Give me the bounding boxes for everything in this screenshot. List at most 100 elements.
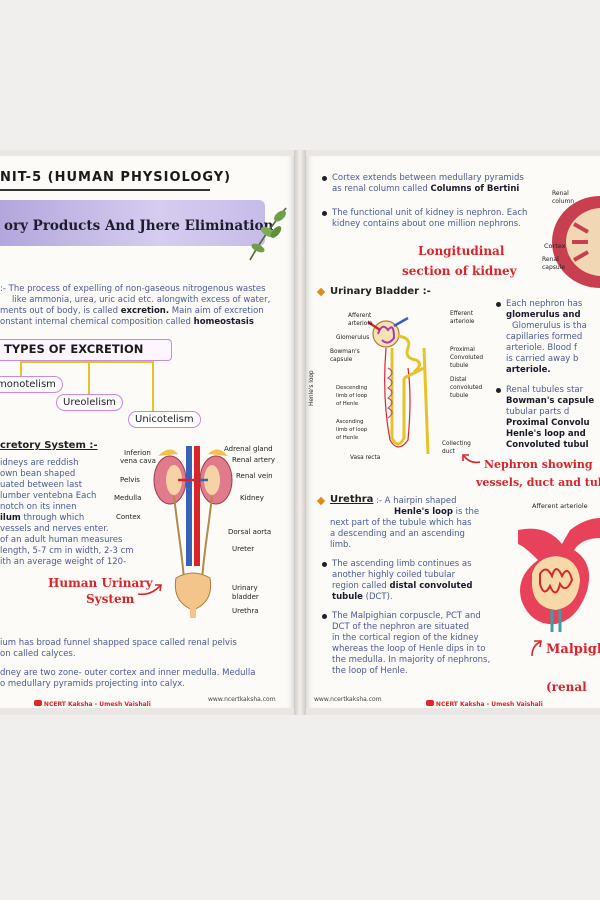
right-website: www.ncertkaksha.com <box>314 696 382 703</box>
brand-name: NCERT Kaksha - Umesh Vaishali <box>435 701 543 708</box>
label-ivc: Inferion <box>124 449 151 457</box>
title-banner <box>0 200 265 246</box>
label-dorsal-aorta: Dorsal aorta <box>228 528 272 536</box>
label-dct: Distal convoluted tubule <box>450 377 483 399</box>
longitudinal-caption-1: Longitudinal <box>418 244 505 258</box>
malpighian-caption-2: (renal <box>546 680 587 694</box>
label-afferent: Afferent arteriole <box>348 313 373 327</box>
label-descending: Descending limb of loop of Henle <box>336 385 368 407</box>
nephron-caption-2: vessels, duct and tub <box>476 476 600 489</box>
label-bladder-1: Urinary <box>232 584 258 592</box>
arrow-icon <box>531 640 542 657</box>
pelvis-paragraph-1: ium has broad funnel shapped space calle… <box>0 638 237 648</box>
bladder-heading: Urinary Bladder :- <box>330 286 431 297</box>
bullet-icon <box>496 302 501 307</box>
nephron-line-2: kidney contains about one million nephro… <box>332 219 521 229</box>
book-gutter <box>294 150 306 715</box>
label-efferent: Efferent arteriole <box>450 311 475 325</box>
book-spread: NIT-5 (HUMAN PHYSIOLOGY) ory Products An… <box>0 150 600 715</box>
malpighian-line-5: the medulla. In majority of nephrons, <box>332 655 491 665</box>
pelvis-paragraph-2: on called calyces. <box>0 649 76 659</box>
kidney-cortex-label: Cortex <box>544 242 566 250</box>
types-box <box>0 339 172 361</box>
bullet-icon <box>322 562 327 567</box>
bullet-icon <box>322 614 327 619</box>
system-line-1: idneys are reddish <box>0 458 79 468</box>
unit-title: NIT-5 (HUMAN PHYSIOLOGY) <box>0 170 232 185</box>
each-nephron-1: Each nephron has <box>506 299 583 309</box>
system-line-10: ith an average weight of 120- <box>0 557 127 567</box>
ascending-line-4: tubule (DCT). <box>332 592 393 602</box>
types-connector-3 <box>152 361 154 411</box>
diamond-icon <box>316 287 326 297</box>
system-line-8: of an adult human measures <box>0 535 123 545</box>
zones-paragraph-2: o medullary pyramids projecting into cal… <box>0 679 185 689</box>
each-nephron-4: capillaries formed <box>506 332 583 342</box>
each-nephron-3: Glomerulus is tha <box>512 321 587 331</box>
types-title: TYPES OF EXCRETION <box>4 342 144 356</box>
diamond-icon <box>316 496 326 506</box>
system-line-7: vessels and nerves enter. <box>0 524 109 534</box>
kidney-section-diagram <box>552 196 600 288</box>
each-nephron-2: glomerulus and <box>506 310 581 320</box>
urethra-line-5: limb. <box>330 540 352 550</box>
arrow-icon <box>462 454 481 464</box>
label-cortex: Contex <box>116 513 141 521</box>
arrow-icon <box>137 584 162 596</box>
urethra-heading: Urethra <box>330 494 374 505</box>
malpighian-line-2: DCT of the nephron are situated <box>332 622 470 632</box>
label-pelvis: Pelvis <box>120 476 140 484</box>
malpighian-line-1: The Malpighian corpuscle, PCT and <box>332 611 481 621</box>
brand-name: NCERT Kaksha - Umesh Vaishali <box>43 701 151 708</box>
cortex-line-1: Cortex extends between medullary pyramid… <box>332 173 524 183</box>
ascending-line-2: another highly coiled tubular <box>332 570 456 580</box>
types-connector-1 <box>20 361 22 377</box>
intro-line-4: onstant internal chemical composition ca… <box>0 317 254 327</box>
label-medulla: Medulla <box>114 494 142 502</box>
renal-tubules-2: Bowman's capsule <box>506 396 595 406</box>
system-line-6: ilum through which <box>0 513 85 523</box>
label-ureter: Ureter <box>232 545 255 553</box>
nephron-caption-1: Nephron showing <box>484 458 593 471</box>
malpighian-line-4: whereas the loop of Henle dips in to <box>332 644 486 654</box>
ascending-line-1: The ascending limb continues as <box>332 559 472 569</box>
type-ureotelism: Ureolelism <box>56 394 123 411</box>
youtube-icon <box>426 700 434 706</box>
each-nephron-6: is carried away b <box>506 354 579 364</box>
malpighian-line-6: the loop of Henle. <box>332 666 408 676</box>
each-nephron-5: arteriole. Blood f <box>506 343 578 353</box>
right-brand-footer: NCERT Kaksha - Umesh Vaishali <box>426 700 543 708</box>
urethra-line-1: :- A hairpin shaped <box>376 496 457 506</box>
leaf-decoration-icon <box>249 207 287 261</box>
label-kidney: Kidney <box>240 494 264 502</box>
types-connector-2 <box>88 361 90 395</box>
label-adrenal: Adrenal gland <box>224 445 273 453</box>
type-ammonotelism: monotelism <box>0 376 63 393</box>
intro-line-3: ments out of body, is called excretion. … <box>0 306 264 316</box>
renal-tubules-5: Henle's loop and <box>506 429 586 439</box>
ascending-line-3: region called distal convoluted <box>332 581 473 591</box>
label-bladder-2: bladder <box>232 593 259 601</box>
renal-tubules-4: Proximal Convolu <box>506 418 590 428</box>
cortex-line-2: as renal column called Columns of Bertin… <box>332 184 520 194</box>
renal-tubules-6: Convoluted tubul <box>506 440 589 450</box>
each-nephron-7: arteriole. <box>506 365 551 375</box>
label-ivc-2: vena cava <box>120 457 156 465</box>
type-uricotelism: Unicotelism <box>128 411 201 428</box>
diagram-caption-1: Human Urinary <box>48 576 153 590</box>
urethra-line-3: next part of the tubule which has <box>330 518 472 528</box>
label-glomerulus: Glomerulus <box>336 335 370 341</box>
label-pct: Proximal Convoluted tubule <box>450 347 484 369</box>
types-connector <box>20 361 152 363</box>
malpighian-caption-1: Malpigh <box>546 642 600 657</box>
label-collecting-duct: Collecting duct <box>442 441 471 455</box>
longitudinal-caption-2: section of kidney <box>402 264 517 278</box>
system-line-3: uated between last <box>0 480 83 490</box>
renal-tubules-1: Renal tubules star <box>506 385 584 395</box>
banner-title: ory Products And Jhere Elimination <box>4 218 274 234</box>
nephron-diagram <box>367 316 430 455</box>
label-vasa-recta: Vasa recta <box>350 455 381 461</box>
nephron-line-1: The functional unit of kidney is nephron… <box>332 208 528 218</box>
left-page: NIT-5 (HUMAN PHYSIOLOGY) ory Products An… <box>0 156 294 708</box>
bullet-icon <box>322 176 327 181</box>
